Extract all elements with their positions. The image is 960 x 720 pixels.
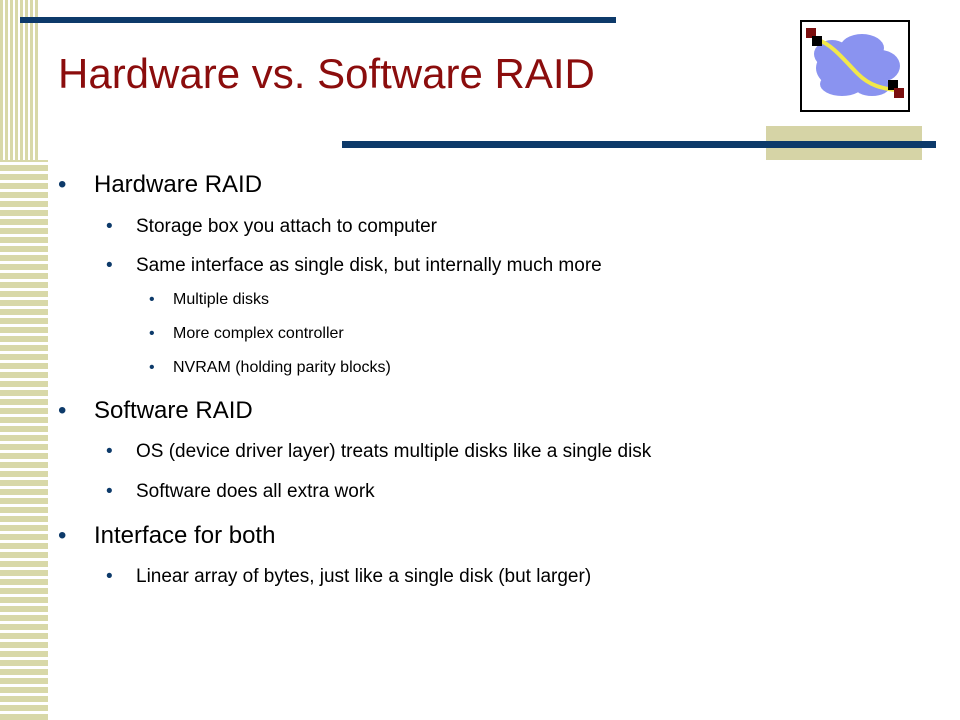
bullet-text: Software RAID xyxy=(94,397,253,424)
network-logo xyxy=(800,20,910,112)
bullet-marker: • xyxy=(58,397,67,424)
bullet-marker: • xyxy=(58,522,67,549)
top-left-stripe-decoration xyxy=(0,0,40,160)
top-rule xyxy=(20,17,616,23)
bullet-marker: • xyxy=(106,255,113,276)
bullet-text: Storage box you attach to computer xyxy=(136,216,438,237)
bullet-item: • OS (device driver layer) treats multip… xyxy=(106,441,652,463)
bullet-text: Same interface as single disk, but inter… xyxy=(136,255,602,276)
bullet-text: More complex controller xyxy=(173,325,344,342)
bullet-item: • Software does all extra work xyxy=(106,481,375,503)
bullet-marker: • xyxy=(106,481,113,502)
bullet-marker: • xyxy=(58,171,67,198)
bullet-item: • Software RAID xyxy=(58,397,253,425)
bullet-marker: • xyxy=(149,291,155,308)
network-cloud-icon xyxy=(806,28,904,98)
bullet-item: • Interface for both xyxy=(58,522,276,550)
bullet-item: • Multiple disks xyxy=(149,291,270,309)
bullet-item: • Same interface as single disk, but int… xyxy=(106,255,602,277)
bullet-marker: • xyxy=(149,325,155,342)
bullet-text: OS (device driver layer) treats multiple… xyxy=(136,441,652,462)
slide-title: Hardware vs. Software RAID xyxy=(58,50,595,97)
bullet-text: Hardware RAID xyxy=(94,171,263,198)
bullet-item: • NVRAM (holding parity blocks) xyxy=(149,359,391,377)
bullet-text: Linear array of bytes, just like a singl… xyxy=(136,566,592,587)
bullet-item: • Storage box you attach to computer xyxy=(106,216,438,238)
bullet-marker: • xyxy=(106,566,113,587)
bullet-marker: • xyxy=(149,359,155,376)
bullet-text: Interface for both xyxy=(94,522,276,549)
bullet-item: • More complex controller xyxy=(149,325,344,343)
bullet-text: NVRAM (holding parity blocks) xyxy=(173,359,391,376)
bullet-text: Software does all extra work xyxy=(136,481,375,502)
bullet-item: • Hardware RAID xyxy=(58,171,263,199)
bullet-marker: • xyxy=(106,216,113,237)
bullet-item: • Linear array of bytes, just like a sin… xyxy=(106,566,592,588)
title-underline-rule xyxy=(342,141,936,148)
bullet-marker: • xyxy=(106,441,113,462)
bullet-text: Multiple disks xyxy=(173,291,270,308)
